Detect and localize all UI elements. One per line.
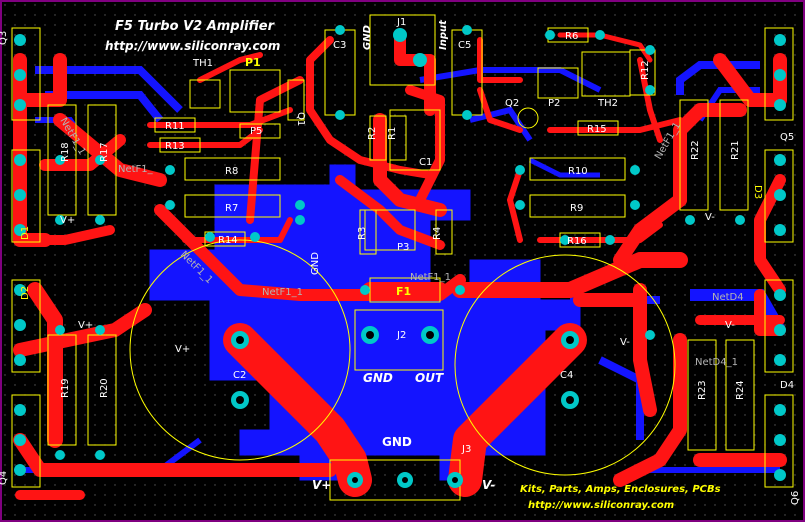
label-r7: R7 (225, 203, 238, 214)
label-vminus-1: V- (705, 212, 715, 223)
board-url: http://www.siliconray.com (105, 39, 280, 53)
label-p3: P3 (397, 242, 409, 253)
label-r18: R18 (60, 142, 71, 162)
label-r9: R9 (570, 203, 583, 214)
label-r15: R15 (587, 124, 607, 135)
label-d4: D4 (780, 380, 794, 391)
label-r3: R3 (357, 227, 368, 240)
label-c4: C4 (560, 370, 573, 381)
label-q6: Q6 (790, 491, 801, 505)
board-title: F5 Turbo V2 Amplifier (115, 19, 276, 34)
label-c1: C1 (419, 157, 432, 168)
label-r12: R12 (640, 60, 651, 80)
label-q2: Q2 (505, 98, 519, 109)
label-vminus-2: V- (725, 320, 735, 331)
label-r20: R20 (99, 378, 110, 398)
net-label-netd4: NetD4 (712, 292, 744, 303)
label-q5: Q5 (780, 132, 794, 143)
label-q3: Q3 (0, 31, 9, 45)
label-c5: C5 (458, 40, 471, 51)
label-r24: R24 (735, 380, 746, 400)
label-d3: D3 (752, 185, 763, 199)
footer-text: Kits, Parts, Amps, Enclosures, PCBs http… (520, 484, 721, 511)
label-vplus-1: V+ (60, 215, 75, 226)
label-th1: TH1 (192, 58, 213, 69)
label-vplus-c2: V+ (175, 344, 190, 355)
label-r13: R13 (165, 141, 185, 152)
label-r22: R22 (690, 140, 701, 160)
label-d2: D2 (20, 286, 31, 300)
label-vplus-bottom: V+ (312, 478, 331, 492)
net-label-netd4-1: NetD4_1 (695, 357, 738, 368)
label-j3: J3 (461, 444, 471, 455)
label-vminus-bottom: V- (482, 478, 495, 492)
label-r16: R16 (567, 236, 587, 247)
label-out: OUT (415, 371, 444, 385)
label-r4: R4 (432, 227, 443, 240)
footer-line-2: http://www.siliconray.com (528, 500, 674, 511)
silkscreen-layer (11, 14, 794, 501)
label-gnd-main: GND (382, 435, 412, 449)
net-label-netf1-left: NetF1_ (118, 164, 154, 175)
label-vminus-c4: V- (620, 337, 630, 348)
label-d1: D1 (20, 226, 31, 240)
label-r6: R6 (565, 31, 578, 42)
net-label-netf1-fuse: NetF1_1 (410, 272, 451, 283)
label-r21: R21 (730, 140, 741, 160)
footer-line-1: Kits, Parts, Amps, Enclosures, PCBs (520, 484, 721, 495)
label-r5: P5 (250, 126, 262, 137)
label-r17: R17 (99, 142, 110, 162)
label-f1: F1 (396, 285, 411, 298)
label-r19: R19 (60, 378, 71, 398)
pads-layer (14, 25, 786, 488)
label-vplus-2: V+ (78, 320, 93, 331)
label-q4: Q4 (0, 471, 9, 485)
label-p1: P1 (245, 56, 261, 69)
label-r23: R23 (697, 380, 708, 400)
label-p2: P2 (548, 98, 560, 109)
label-th2: TH2 (597, 98, 618, 109)
label-r11: R11 (165, 121, 185, 132)
label-j2: J2 (396, 330, 406, 341)
label-gnd-vertical: GND (310, 252, 321, 275)
label-c3: C3 (333, 40, 346, 51)
label-r10: R10 (568, 166, 588, 177)
label-r8: R8 (225, 166, 238, 177)
label-q1: Q1 (295, 112, 306, 126)
label-r1: R1 (387, 127, 398, 140)
label-gnd-out: GND (363, 371, 393, 385)
label-r2: R2 (367, 127, 378, 140)
label-j1: J1 (396, 17, 406, 28)
label-gnd-j1: GND (362, 25, 373, 50)
label-r14: R14 (218, 235, 238, 246)
label-c2: C2 (233, 370, 246, 381)
label-input: Input (438, 19, 449, 50)
net-label-netf1-center: NetF1_1 (262, 287, 303, 298)
header-text: F5 Turbo V2 Amplifier http://www.silicon… (105, 19, 280, 53)
